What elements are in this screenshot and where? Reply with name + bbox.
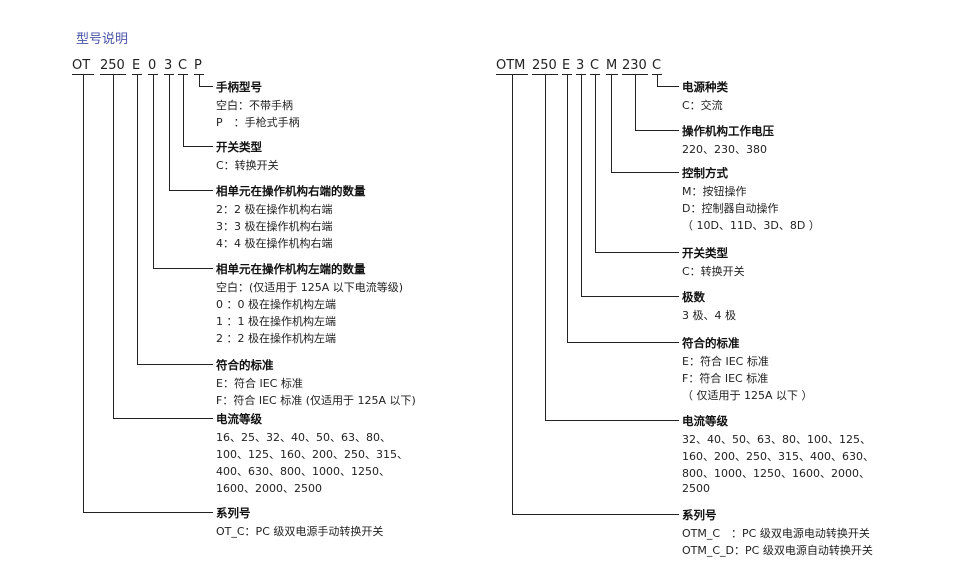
field-title-handle: 手柄型号 xyxy=(216,80,262,94)
field-line: 4：4 极在操作机构右端 xyxy=(216,237,333,250)
field-line: F：符合 IEC 标准 xyxy=(682,372,769,385)
code-seg-current: 250 xyxy=(532,58,557,73)
field-title-left-poles: 相单元在操作机构左端的数量 xyxy=(216,262,366,276)
connector xyxy=(183,146,213,147)
code-seg-switch-type: C xyxy=(590,58,600,73)
field-title-voltage: 操作机构工作电压 xyxy=(682,124,774,138)
code-seg-current: 250 xyxy=(100,58,125,73)
field-title-current: 电流等级 xyxy=(216,412,262,426)
code-seg-series: OTM xyxy=(496,58,526,73)
connector xyxy=(635,130,679,131)
connector xyxy=(595,74,596,252)
connector xyxy=(153,268,213,269)
underline xyxy=(606,74,618,75)
field-line: D：控制器自动操作 xyxy=(682,202,779,215)
connector xyxy=(657,86,679,87)
field-line: （ 仅适用于 125A 以下 ） xyxy=(682,389,813,402)
field-line: OT_C：PC 级双电源手动转换开关 xyxy=(216,525,384,538)
field-line: 160、200、250、315、400、630、 xyxy=(682,450,874,463)
connector xyxy=(581,74,582,296)
code-seg-control: M xyxy=(606,58,618,73)
connector xyxy=(83,74,84,512)
field-title-right-poles: 相单元在操作机构右端的数量 xyxy=(216,184,366,198)
connector xyxy=(137,364,213,365)
connector xyxy=(611,172,679,173)
code-seg-handle: P xyxy=(194,58,202,73)
field-line: 100、125、160、200、250、315、 xyxy=(216,448,408,461)
connector xyxy=(611,74,612,172)
field-line: 2500 xyxy=(682,482,710,495)
connector xyxy=(113,418,213,419)
code-seg-series: OT xyxy=(72,58,91,73)
field-title-switch-type: 开关类型 xyxy=(682,246,728,260)
connector xyxy=(595,252,679,253)
connector xyxy=(183,74,184,146)
connector xyxy=(153,74,154,268)
connector xyxy=(199,86,213,87)
field-line: C：转换开关 xyxy=(216,159,279,172)
connector xyxy=(635,74,636,130)
field-line: 2 ：2 极在操作机构左端 xyxy=(216,332,336,345)
field-line: 400、630、800、1000、1250、 xyxy=(216,465,390,478)
connector xyxy=(581,296,679,297)
connector xyxy=(83,512,213,513)
field-line: （ 10D、11D、3D、8D ） xyxy=(682,219,820,232)
connector xyxy=(113,74,114,418)
code-seg-power: C xyxy=(652,58,662,73)
connector xyxy=(545,74,546,420)
field-line: 1 ：1 极在操作机构左端 xyxy=(216,315,336,328)
field-line: OTM_C ：PC 级双电源电动转换开关 xyxy=(682,527,870,540)
field-title-poles: 极数 xyxy=(682,290,705,304)
field-line: 0 ：0 极在操作机构左端 xyxy=(216,298,336,311)
page-heading: 型号说明 xyxy=(76,32,129,47)
field-line: 3 极、4 极 xyxy=(682,309,736,322)
field-title-switch-type: 开关类型 xyxy=(216,140,262,154)
field-line: OTM_C_D：PC 级双电源自动转换开关 xyxy=(682,544,873,557)
connector xyxy=(512,74,513,514)
code-seg-standard: E xyxy=(132,58,141,73)
connector xyxy=(512,514,679,515)
field-line: C：交流 xyxy=(682,99,723,112)
code-seg-switch-type: C xyxy=(178,58,188,73)
code-seg-voltage: 230 xyxy=(622,58,647,73)
field-line: E：符合 IEC 标准 xyxy=(682,355,769,368)
field-line: M：按钮操作 xyxy=(682,185,747,198)
field-line: 3：3 极在操作机构右端 xyxy=(216,220,333,233)
field-title-current: 电流等级 xyxy=(682,414,728,428)
connector xyxy=(199,74,200,86)
field-line: 800、1000、1250、1600、2000、 xyxy=(682,467,870,480)
code-seg-left-poles: 0 xyxy=(148,58,157,73)
field-line: 16、25、32、40、50、63、80、 xyxy=(216,431,391,444)
connector xyxy=(137,74,138,364)
field-line: 220、230、380 xyxy=(682,143,767,156)
connector xyxy=(169,74,170,190)
field-title-control: 控制方式 xyxy=(682,166,728,180)
connector xyxy=(545,420,679,421)
code-seg-poles: 3 xyxy=(576,58,585,73)
connector xyxy=(567,342,679,343)
code-seg-standard: E xyxy=(562,58,571,73)
field-line: 1600、2000、2500 xyxy=(216,482,322,495)
field-title-series: 系列号 xyxy=(216,506,251,520)
connector xyxy=(169,190,213,191)
field-line: C：转换开关 xyxy=(682,265,745,278)
connector xyxy=(567,74,568,342)
field-line: 空白：(仅适用于 125A 以下电流等级) xyxy=(216,281,404,294)
field-title-series: 系列号 xyxy=(682,508,717,522)
field-line: E：符合 IEC 标准 xyxy=(216,377,303,390)
field-title-standard: 符合的标准 xyxy=(682,336,740,350)
field-title-standard: 符合的标准 xyxy=(216,358,274,372)
field-title-power: 电源种类 xyxy=(682,80,728,94)
code-seg-right-poles: 3 xyxy=(164,58,173,73)
field-line: 空白：不带手柄 xyxy=(216,99,293,112)
field-line: F：符合 IEC 标准 (仅适用于 125A 以下) xyxy=(216,394,416,407)
field-line: 2：2 极在操作机构右端 xyxy=(216,203,333,216)
field-line: 32、40、50、63、80、100、125、 xyxy=(682,433,871,446)
field-line: P ：手枪式手柄 xyxy=(216,116,300,129)
connector xyxy=(657,74,658,86)
